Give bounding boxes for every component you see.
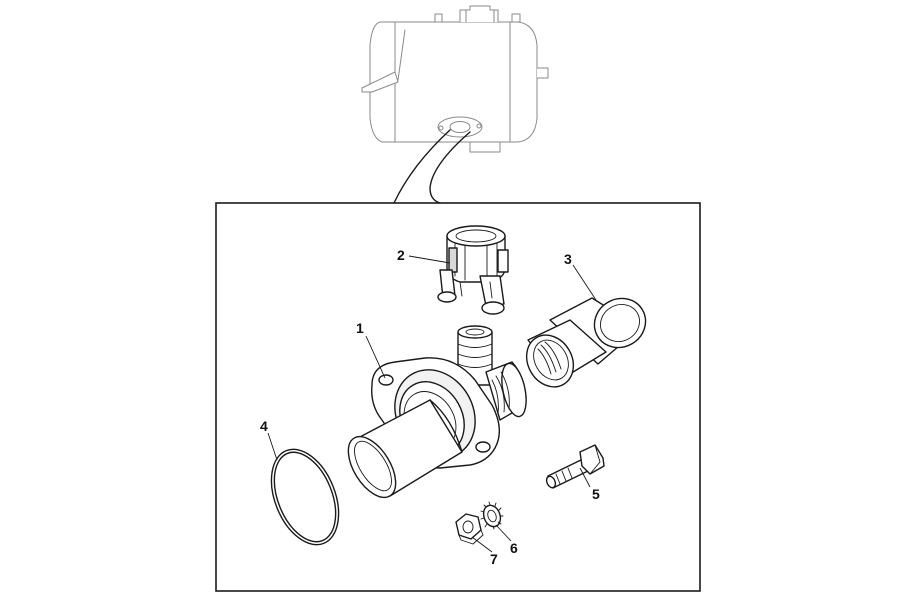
bolt-part-5 bbox=[545, 444, 605, 489]
callout-6: 6 bbox=[510, 540, 518, 556]
detail-frame bbox=[215, 202, 701, 592]
leader-lines bbox=[267, 255, 597, 553]
callout-labels: 1 2 3 4 5 6 7 bbox=[260, 247, 600, 567]
tank-illustration bbox=[361, 5, 549, 153]
callout-1: 1 bbox=[356, 320, 364, 336]
fitting-part-1 bbox=[347, 325, 527, 499]
callout-3: 3 bbox=[564, 251, 572, 267]
washer-part-6 bbox=[480, 501, 504, 530]
detail-pointer bbox=[393, 129, 471, 204]
o-ring-part-4 bbox=[270, 448, 340, 546]
nut-part-7 bbox=[455, 513, 484, 545]
callout-2: 2 bbox=[397, 247, 405, 263]
coupler-part-2 bbox=[437, 225, 509, 315]
callout-4: 4 bbox=[260, 418, 268, 434]
callout-7: 7 bbox=[490, 551, 498, 567]
callout-5: 5 bbox=[592, 486, 600, 502]
adapter-part-3 bbox=[525, 297, 647, 388]
